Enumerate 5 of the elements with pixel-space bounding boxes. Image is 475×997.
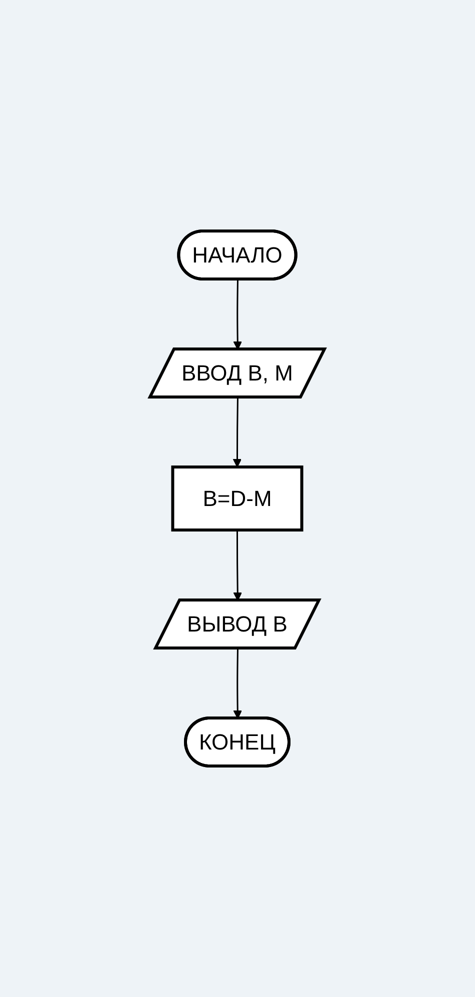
arrow	[233, 279, 242, 350]
arrow	[233, 397, 242, 468]
arrow	[233, 648, 242, 719]
node-box: В=D-М	[171, 466, 304, 532]
arrow	[233, 530, 242, 601]
